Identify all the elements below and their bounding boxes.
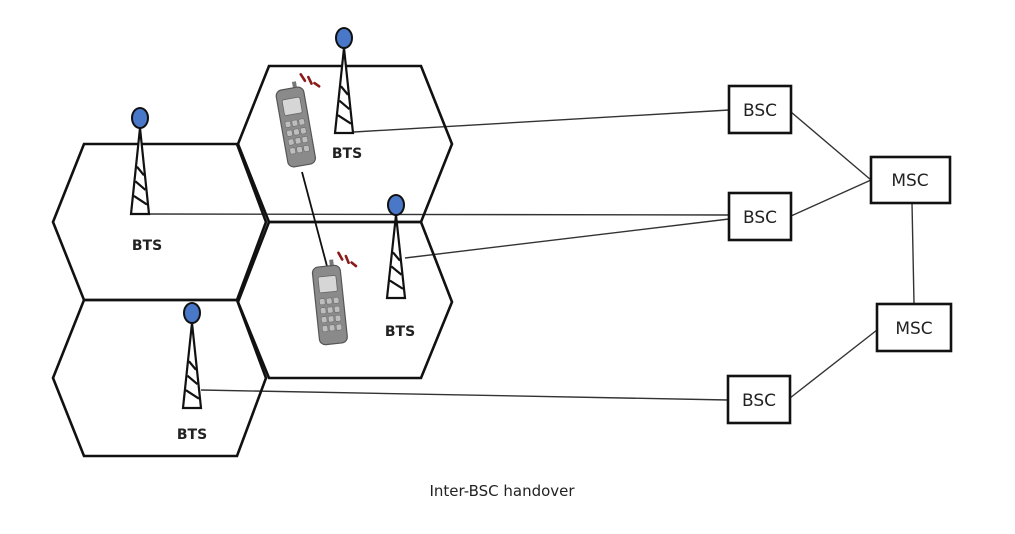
- phone-key: [286, 129, 293, 137]
- antenna-ball-icon: [183, 302, 201, 324]
- handover-path: [301, 171, 329, 271]
- antenna-stripe: [134, 180, 147, 191]
- msc-top-label: MSC: [891, 171, 928, 191]
- cell-left-bottom: [51, 298, 268, 458]
- link-bts-right-middle-to-bsc-middle: [404, 218, 730, 259]
- bts-tower-right-middle[interactable]: [385, 194, 407, 300]
- bts-tower-left-top[interactable]: [129, 107, 151, 216]
- bts-label-right-top: BTS: [332, 146, 362, 162]
- bsc-middle-box: [727, 191, 793, 242]
- phone-key: [294, 137, 302, 145]
- mobile-phone-target[interactable]: [311, 251, 364, 346]
- antenna-stripe: [338, 99, 351, 111]
- link-msc-top-to-msc-bottom: [911, 202, 915, 304]
- phone-key: [321, 325, 329, 333]
- phone-key: [296, 146, 303, 154]
- phone-key: [300, 127, 307, 135]
- bsc-bottom-box: [726, 374, 792, 425]
- msc-bottom-box: [875, 302, 953, 353]
- bts-towers: [129, 27, 407, 410]
- bsc-middle-label: BSC: [743, 208, 777, 228]
- cell-left-top: [51, 142, 268, 302]
- bsc-top-box: [727, 84, 793, 135]
- phone-key: [328, 324, 336, 332]
- phone-key: [293, 128, 300, 136]
- link-bsc-top-to-msc-top: [790, 111, 872, 181]
- phone-key: [303, 145, 310, 152]
- phone-key: [320, 316, 328, 324]
- antenna-stripe: [188, 360, 197, 371]
- antenna-ball-icon: [335, 27, 353, 49]
- link-bsc-bottom-to-msc-bottom: [789, 329, 878, 399]
- phone-key: [333, 305, 341, 313]
- phone-key: [335, 323, 343, 331]
- antenna-stripe: [136, 166, 145, 176]
- antenna-ball-icon: [387, 194, 405, 216]
- bsc-top[interactable]: BSC: [727, 84, 793, 135]
- phone-key: [284, 120, 292, 128]
- msc-top[interactable]: MSC: [869, 155, 952, 205]
- antenna-stripe: [389, 279, 404, 290]
- antenna-stripe: [390, 265, 403, 276]
- mobile-phones: [273, 72, 364, 346]
- phone-key: [287, 138, 295, 146]
- signal-icon: [337, 251, 358, 268]
- mobile-phone-source[interactable]: [273, 72, 332, 168]
- phone-key: [327, 315, 335, 323]
- phone-key: [327, 306, 334, 314]
- antenna-stripe: [185, 389, 200, 400]
- antenna-stripe: [186, 374, 199, 386]
- phone-key: [289, 147, 296, 155]
- phone-key: [334, 314, 342, 322]
- connections: [147, 109, 915, 401]
- diagram-caption: Inter-BSC handover: [429, 482, 575, 500]
- phone-screen: [281, 96, 303, 116]
- phone-key: [333, 296, 340, 304]
- phone-key: [326, 297, 333, 305]
- bsc-middle[interactable]: BSC: [727, 191, 793, 242]
- antenna-stripe: [133, 195, 148, 206]
- bsc-bottom[interactable]: BSC: [726, 374, 792, 425]
- msc-bottom[interactable]: MSC: [875, 302, 953, 353]
- link-bts-left-top-to-bsc-middle: [147, 213, 730, 216]
- bts-label-right-middle: BTS: [385, 324, 415, 340]
- signal-icon: [299, 73, 321, 88]
- phone-key: [298, 118, 306, 126]
- bts-label-left-bottom: BTS: [177, 427, 207, 443]
- cell-right-middle: [236, 220, 454, 380]
- bsc-bottom-label: BSC: [742, 391, 776, 411]
- antenna-stripe: [392, 251, 401, 262]
- phone-screen: [317, 275, 338, 294]
- link-bts-right-top-to-bsc-top: [353, 109, 730, 133]
- phone-key: [320, 307, 327, 315]
- bsc-top-label: BSC: [743, 101, 777, 121]
- phone-key: [319, 298, 326, 306]
- antenna-ball-icon: [131, 107, 149, 129]
- bts-tower-left-bottom[interactable]: [181, 302, 203, 410]
- bts-label-left-top: BTS: [132, 238, 162, 254]
- antenna-stripe: [340, 85, 349, 96]
- phone-key: [301, 136, 309, 144]
- link-bsc-middle-to-msc-top: [790, 179, 872, 217]
- link-bts-left-bottom-to-bsc-bottom: [200, 389, 729, 401]
- bts-tower-right-top[interactable]: [333, 27, 355, 135]
- phone-key: [291, 119, 299, 127]
- msc-bottom-label: MSC: [895, 319, 932, 339]
- msc-top-box: [869, 155, 952, 205]
- cells: [51, 64, 454, 458]
- antenna-stripe: [337, 114, 352, 125]
